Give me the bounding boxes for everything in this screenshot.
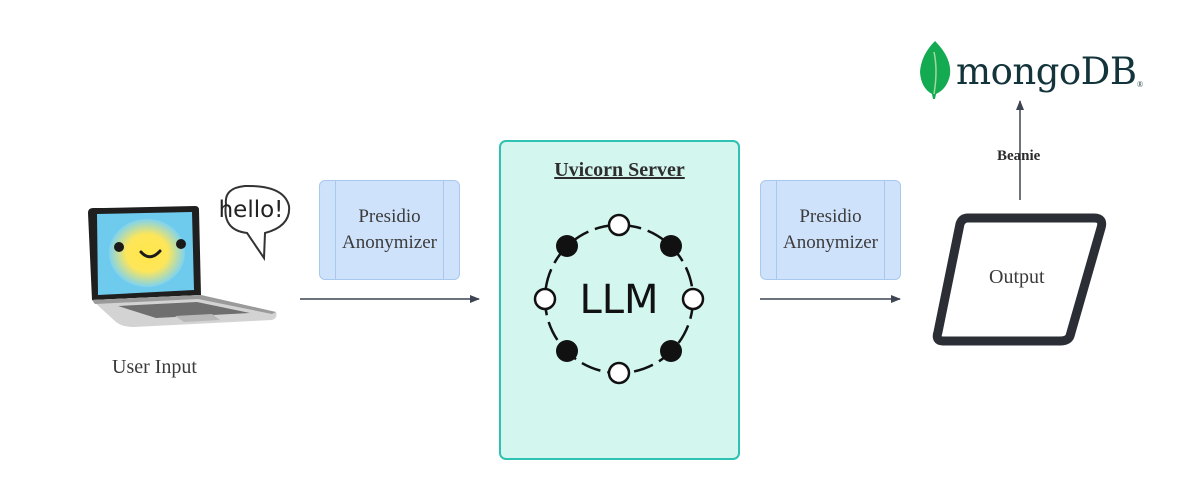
presidio-anonymizer-box-1: Presidio Anonymizer <box>319 180 460 280</box>
anonymizer-label: Presidio Anonymizer <box>342 206 437 253</box>
mongodb-leaf-icon <box>920 41 951 99</box>
box-divider <box>443 181 444 279</box>
box-divider <box>335 181 336 279</box>
registered-mark: ® <box>1137 80 1144 89</box>
speech-bubble-text: hello! <box>219 197 284 223</box>
box-divider <box>884 181 885 279</box>
beanie-edge-label: Beanie <box>997 148 1041 164</box>
user-input-caption: User Input <box>112 356 197 378</box>
llm-label: LLM <box>579 277 658 323</box>
server-title: Uvicorn Server <box>554 159 685 181</box>
laptop-icon <box>88 206 277 327</box>
mongodb-wordmark: mongoDB <box>956 50 1137 93</box>
output-label: Output <box>989 266 1045 288</box>
presidio-anonymizer-box-2: Presidio Anonymizer <box>760 180 901 280</box>
speech-bubble-icon: hello! <box>219 184 291 262</box>
parallelogram-output-icon <box>932 213 1107 346</box>
box-divider <box>776 181 777 279</box>
anonymizer-label: Presidio Anonymizer <box>783 206 878 253</box>
smiley-face-icon <box>109 219 186 287</box>
